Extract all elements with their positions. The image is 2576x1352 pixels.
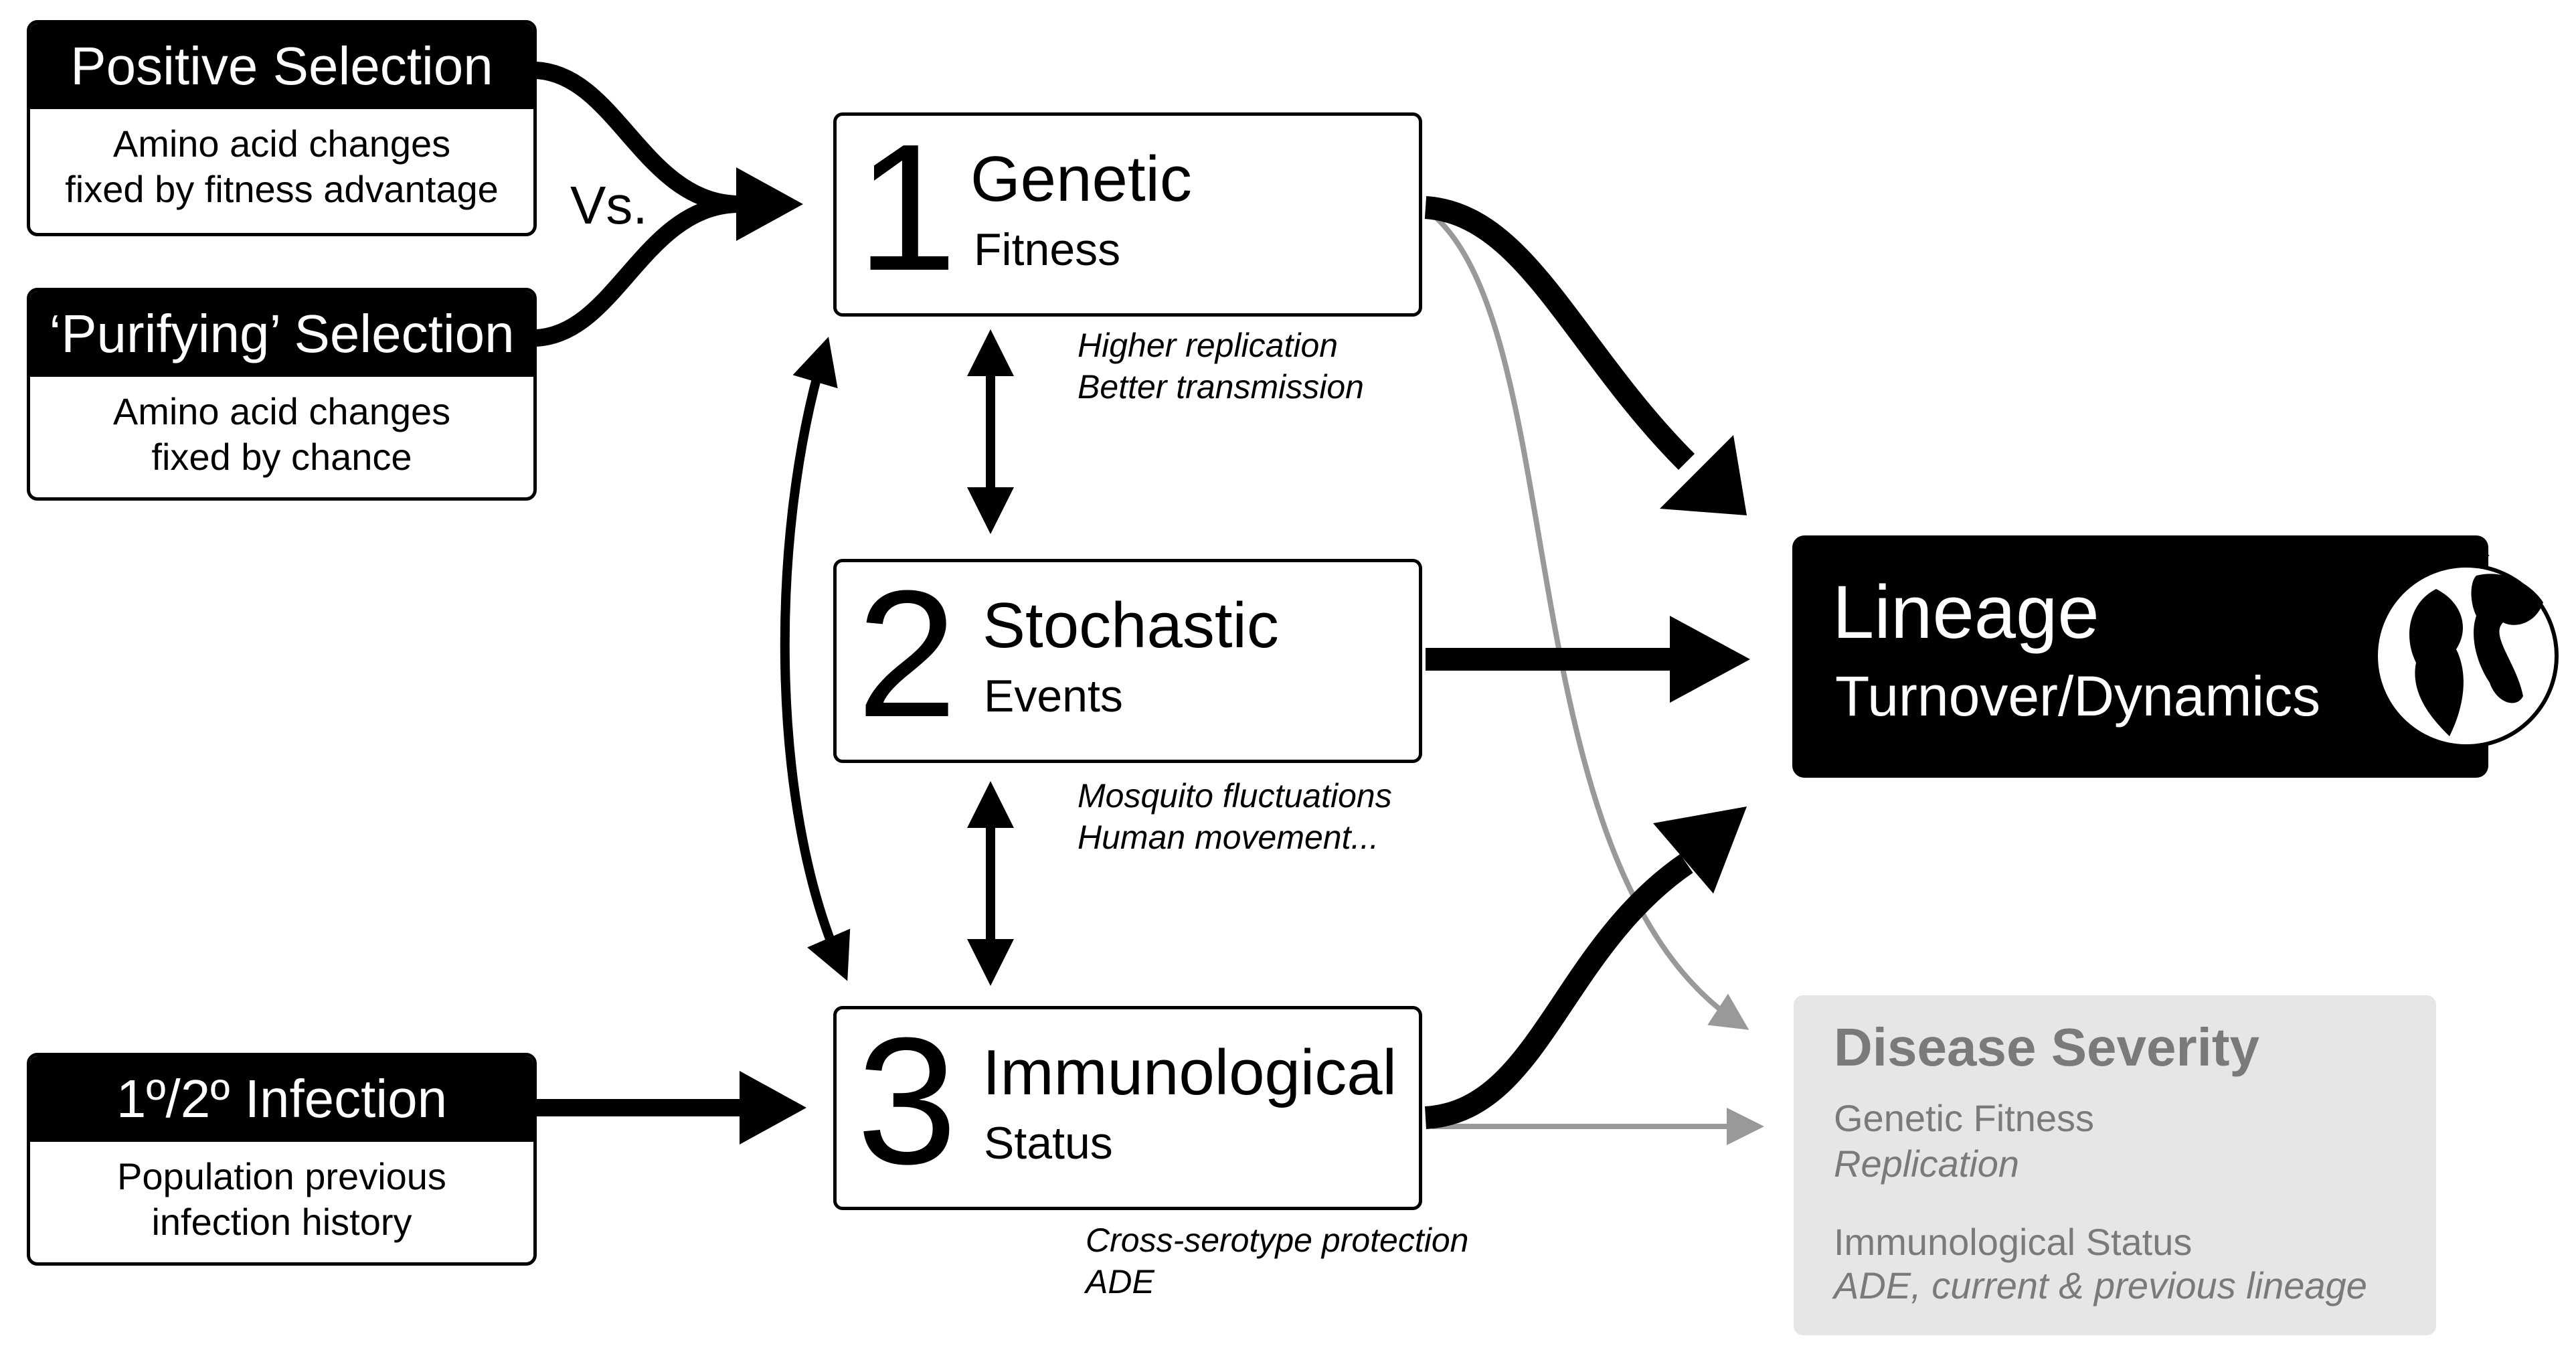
arrow-genetic-to-lineage: [1424, 196, 1695, 471]
disease-severity-title: Disease Severity: [1834, 1017, 2260, 1077]
arrow-positive-to-genetic: [534, 62, 737, 213]
genetic-note: Higher replication Better transmission: [1078, 325, 1364, 408]
infection-title: 1º/2º Infection: [30, 1056, 533, 1142]
purifying-selection-title: ‘Purifying’ Selection: [30, 291, 533, 377]
infection-box: 1º/2º Infection Population previous infe…: [27, 1053, 537, 1266]
arrowhead-infection: [740, 1071, 806, 1145]
positive-selection-box: Positive Selection Amino acid changes fi…: [27, 20, 537, 236]
arrowhead-genetic-lineage: [1660, 435, 1747, 515]
factor-genetic-subtitle: Fitness: [974, 224, 1121, 275]
immunological-note-line-1: Cross-serotype protection: [1086, 1221, 1469, 1259]
factor-immunological-box: 3 Immunological Status: [833, 1001, 1422, 1210]
positive-selection-body: Amino acid changes fixed by fitness adva…: [65, 122, 499, 210]
purifying-selection-box: ‘Purifying’ Selection Amino acid changes…: [27, 288, 537, 501]
factor-stochastic-subtitle: Events: [984, 671, 1123, 722]
arrow-genetic-immunological: [780, 337, 851, 981]
lineage-title: Lineage: [1832, 570, 2099, 654]
lineage-box: Lineage Turnover/Dynamics: [1792, 535, 2488, 778]
infection-body: Population previous infection history: [117, 1155, 446, 1243]
arrowhead-stochastic-lineage: [1670, 616, 1750, 703]
stochastic-note-line-1: Mosquito fluctuations: [1078, 777, 1392, 815]
factor-genetic-title: Genetic: [970, 143, 1192, 215]
disease-severity-box: Disease Severity Genetic Fitness Replica…: [1794, 995, 2436, 1335]
immunological-note-line-2: ADE: [1086, 1263, 1154, 1300]
lineage-subtitle: Turnover/Dynamics: [1835, 665, 2321, 728]
factor-immunological-title: Immunological: [982, 1037, 1397, 1108]
stochastic-note: Mosquito fluctuations Human movement...: [1078, 775, 1392, 858]
genetic-note-line-1: Higher replication: [1078, 327, 1339, 364]
arrow-purifying-to-genetic: [534, 195, 737, 347]
arrow-genetic-to-disease: [1430, 212, 1749, 1030]
vs-label: Vs.: [570, 175, 648, 235]
disease-item-immunological-detail: ADE, current & previous lineage: [1834, 1264, 2367, 1306]
stochastic-note-line-2: Human movement...: [1078, 819, 1379, 856]
purifying-selection-body: Amino acid changes fixed by chance: [112, 390, 451, 478]
positive-selection-title: Positive Selection: [30, 23, 533, 109]
factor-number-1: 1: [857, 107, 958, 309]
factor-immunological-subtitle: Status: [984, 1118, 1113, 1169]
arrowhead-selection: [736, 167, 803, 241]
factor-stochastic-box: 2 Stochastic Events: [833, 554, 1422, 763]
disease-item-genetic-detail: Replication: [1834, 1143, 2020, 1185]
immunological-note: Cross-serotype protection ADE: [1086, 1219, 1468, 1302]
arrow-immunological-to-lineage: [1424, 853, 1693, 1129]
disease-item-genetic-label: Genetic Fitness: [1834, 1097, 2095, 1139]
factor-number-3: 3: [857, 1001, 958, 1202]
genetic-note-line-2: Better transmission: [1078, 368, 1364, 406]
factor-genetic-box: 1 Genetic Fitness: [833, 108, 1422, 317]
arrowhead-immunological-lineage: [1653, 807, 1747, 894]
disease-item-immunological-label: Immunological Status: [1834, 1221, 2193, 1263]
factor-number-2: 2: [857, 554, 958, 755]
factor-stochastic-title: Stochastic: [982, 590, 1279, 661]
